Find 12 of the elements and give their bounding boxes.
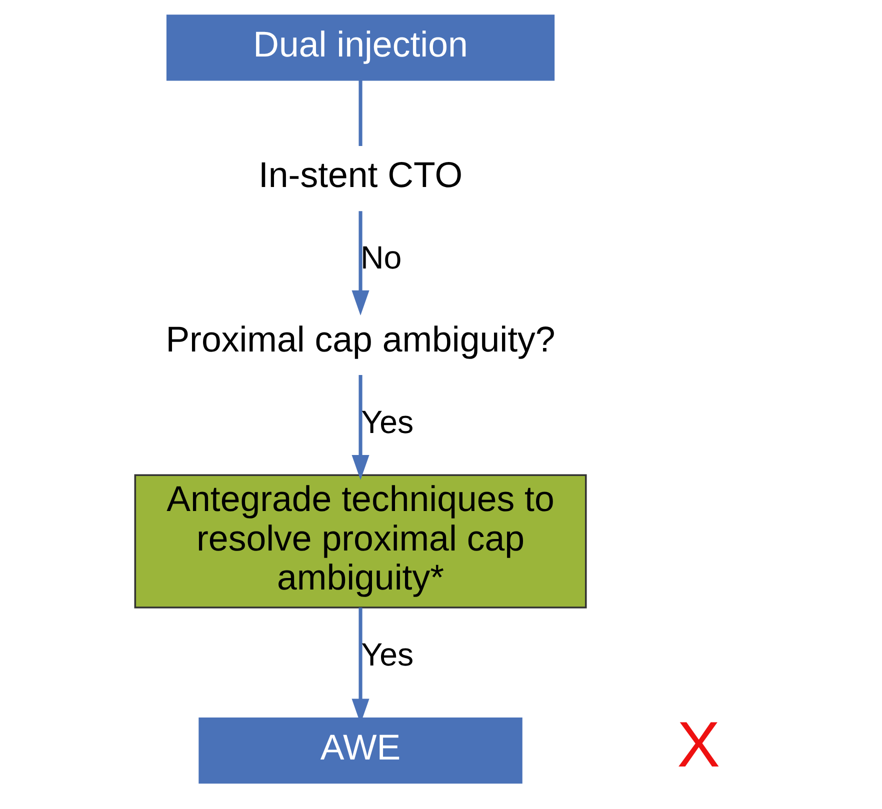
edge-label: Yes — [361, 404, 414, 440]
node-box: Antegrade techniques to resolve proximal cap ambiguity* — [134, 474, 587, 608]
node-text: Proximal cap ambiguity? — [166, 320, 556, 360]
connector — [358, 80, 362, 146]
arrow — [352, 211, 370, 316]
label: X — [677, 708, 720, 780]
edge-label: Yes — [361, 636, 414, 672]
node-box: AWE — [198, 718, 522, 784]
node-box: Dual injection — [166, 14, 555, 81]
arrow — [352, 375, 370, 480]
edge-label: No — [360, 239, 402, 276]
node-text: In-stent CTO — [258, 155, 463, 196]
